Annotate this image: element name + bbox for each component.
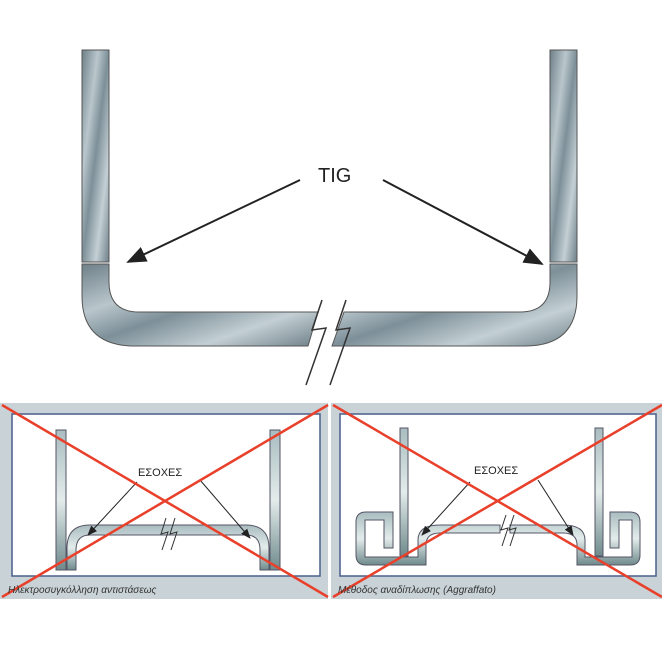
tig-weld-diagram: TIG xyxy=(81,49,578,386)
caption-right: Μέθοδος αναδίπλωσης (Aggraffato) xyxy=(338,584,496,596)
bottom-pipe-left xyxy=(81,263,319,347)
bottom-pipe-right xyxy=(331,263,578,347)
tig-label: TIG xyxy=(318,165,351,187)
break-mark xyxy=(305,299,352,386)
right-wall xyxy=(594,427,604,557)
panel-resistance-welding: ΕΣΟΧΕΣ Ηλεκτροσυγκόλληση αντιστάσεως xyxy=(0,403,329,599)
arrow-left xyxy=(126,179,301,263)
right-wall xyxy=(269,429,281,571)
left-fold xyxy=(355,511,501,566)
arrow-right xyxy=(382,179,544,265)
caption-left: Ηλεκτροσυγκόλληση αντιστάσεως xyxy=(8,584,157,596)
protrusions-label: ΕΣΟΧΕΣ xyxy=(138,467,182,479)
panel-aggraffato: ΕΣΟΧΕΣ Μέθοδος αναδίπλωσης (Aggraffato) xyxy=(331,403,662,599)
right-wall-pipe xyxy=(549,49,578,263)
protrusions-label: ΕΣΟΧΕΣ xyxy=(474,465,518,477)
left-wall-pipe xyxy=(81,49,110,263)
left-wall xyxy=(55,429,67,571)
